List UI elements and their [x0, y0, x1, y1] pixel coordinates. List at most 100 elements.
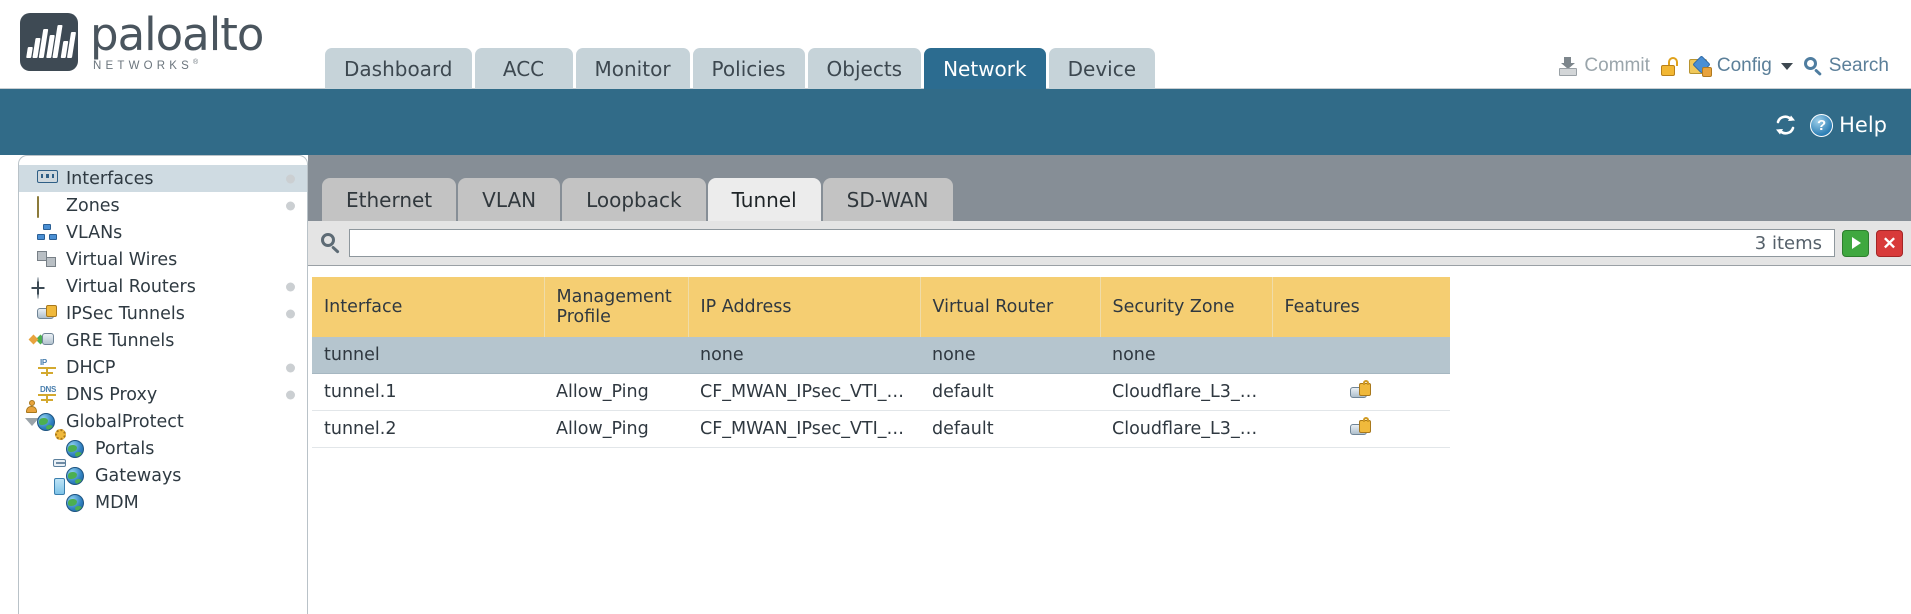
band-actions: ? Help — [1774, 113, 1887, 137]
cell-features — [1272, 337, 1450, 374]
sidebar-item-label: DNS Proxy — [66, 384, 158, 405]
sidebar-item-status-dot — [286, 201, 295, 210]
nav-tab-objects[interactable]: Objects — [807, 48, 922, 89]
sidebar-item-mdm[interactable]: MDM — [19, 477, 307, 516]
cell-interface[interactable]: tunnel.1 — [312, 373, 544, 411]
cell-security-zone: Cloudflare_L3_Zone — [1100, 410, 1272, 448]
cell-ip-address: CF_MWAN_IPsec_VTI_01_… — [688, 373, 920, 411]
cell-interface[interactable]: tunnel.2 — [312, 410, 544, 448]
sidebar-item-globalprotect[interactable]: GlobalProtect — [19, 399, 307, 435]
subtab-ethernet[interactable]: Ethernet — [322, 178, 457, 222]
paloalto-logo-mark — [20, 13, 78, 72]
sidebar-item-interfaces[interactable]: Interfaces — [19, 165, 307, 192]
filter-input[interactable]: 3 items — [349, 229, 1835, 257]
sidebar-item-gateways[interactable]: Gateways — [19, 458, 307, 489]
sidebar-item-portals[interactable]: Portals — [19, 428, 307, 462]
sidebar-item-label: Zones — [66, 195, 120, 216]
help-label: Help — [1839, 113, 1887, 137]
ipsec-lock-icon — [1350, 417, 1372, 438]
ipsec-tunnels-icon — [37, 304, 59, 323]
subtab-sd-wan[interactable]: SD-WAN — [822, 178, 953, 222]
gateways-icon — [53, 458, 88, 485]
cell-management-profile: Allow_Ping — [544, 410, 688, 448]
nav-tab-policies[interactable]: Policies — [692, 48, 805, 89]
column-header-virtual-router[interactable]: Virtual Router — [920, 277, 1101, 337]
nav-tab-monitor[interactable]: Monitor — [575, 48, 690, 89]
vlans-icon — [37, 223, 59, 242]
search-icon — [1803, 56, 1823, 76]
subtab-tunnel[interactable]: Tunnel — [707, 178, 821, 222]
virtual-wires-icon — [37, 250, 59, 269]
cell-ip-address: CF_MWAN_IPsec_VTI_02_… — [688, 410, 920, 448]
column-header-ip-address[interactable]: IP Address — [688, 277, 921, 337]
virtual-routers-icon — [37, 276, 59, 299]
brand-name: paloalto — [90, 8, 264, 61]
column-header-security-zone[interactable]: Security Zone — [1100, 277, 1273, 337]
column-header-interface[interactable]: Interface — [312, 277, 545, 337]
column-header-management-profile[interactable]: Management Profile — [544, 277, 689, 337]
sidebar-item-status-dot — [286, 309, 295, 318]
gre-tunnels-icon — [28, 332, 59, 350]
item-count: 3 items — [1754, 232, 1822, 254]
cell-security-zone: Cloudflare_L3_Zone — [1100, 373, 1272, 411]
brand-registered-mark: ® — [193, 59, 203, 66]
nav-tab-network[interactable]: Network — [924, 48, 1046, 89]
filter-bar: 3 items ✕ — [308, 221, 1911, 266]
help-button[interactable]: ? Help — [1810, 113, 1887, 137]
nav-tab-device[interactable]: Device — [1048, 48, 1156, 89]
sidebar-item-status-dot — [286, 363, 295, 372]
sidebar-item-label: Virtual Routers — [66, 276, 196, 297]
padlock-icon — [1660, 56, 1678, 76]
sidebar-item-label: MDM — [95, 492, 139, 513]
commit-button[interactable]: Commit — [1558, 55, 1650, 77]
config-label: Config — [1716, 55, 1772, 76]
cell-interface[interactable]: tunnel — [312, 337, 544, 374]
search-label: Search — [1828, 55, 1889, 76]
dns-proxy-icon: DNS — [37, 385, 59, 404]
nav-tab-dashboard[interactable]: Dashboard — [325, 48, 472, 89]
sidebar-item-label: Portals — [95, 438, 155, 459]
mdm-icon — [54, 477, 88, 512]
column-header-features[interactable]: Features — [1272, 277, 1450, 337]
subtab-loopback[interactable]: Loopback — [562, 178, 706, 222]
sidebar-item-label: DHCP — [66, 357, 116, 378]
sidebar-item-label: IPSec Tunnels — [66, 303, 185, 324]
cell-management-profile — [544, 337, 688, 374]
cell-ip-address: none — [688, 337, 920, 374]
sidebar-item-virtual-routers[interactable]: Virtual Routers — [19, 273, 307, 300]
nav-tab-acc[interactable]: ACC — [474, 48, 573, 89]
sidebar-item-virtual-wires[interactable]: Virtual Wires — [19, 246, 307, 273]
interfaces-icon — [37, 169, 59, 188]
header-actions: Commit Config Search — [1558, 48, 1889, 84]
sidebar-item-status-dot — [286, 174, 295, 183]
config-menu[interactable]: Config — [1688, 54, 1793, 77]
apply-filter-button[interactable] — [1842, 229, 1869, 257]
sidebar-item-gre-tunnels[interactable]: GRE Tunnels — [19, 327, 307, 354]
sidebar-item-zones[interactable]: Zones — [19, 192, 307, 219]
sidebar-item-status-dot — [286, 282, 295, 291]
refresh-icon[interactable] — [1774, 114, 1797, 136]
sidebar-item-dns-proxy[interactable]: DNS DNS Proxy — [19, 381, 307, 408]
sidebar-item-label: Virtual Wires — [66, 249, 178, 270]
sidebar-item-ipsec-tunnels[interactable]: IPSec Tunnels — [19, 300, 307, 327]
filter-search-icon[interactable] — [320, 232, 342, 254]
sidebar-item-label: Gateways — [95, 465, 182, 486]
sidebar-item-vlans[interactable]: VLANs — [19, 219, 307, 246]
expand-triangle-icon[interactable] — [25, 417, 39, 426]
portals-icon — [55, 428, 88, 458]
sidebar-item-label: VLANs — [66, 222, 123, 243]
brand-logo: paloalto NETWORKS® — [20, 8, 264, 72]
lock-button[interactable] — [1660, 56, 1678, 76]
search-button[interactable]: Search — [1803, 55, 1889, 77]
subtab-vlan[interactable]: VLAN — [458, 178, 561, 222]
clear-filter-button[interactable]: ✕ — [1876, 229, 1903, 257]
